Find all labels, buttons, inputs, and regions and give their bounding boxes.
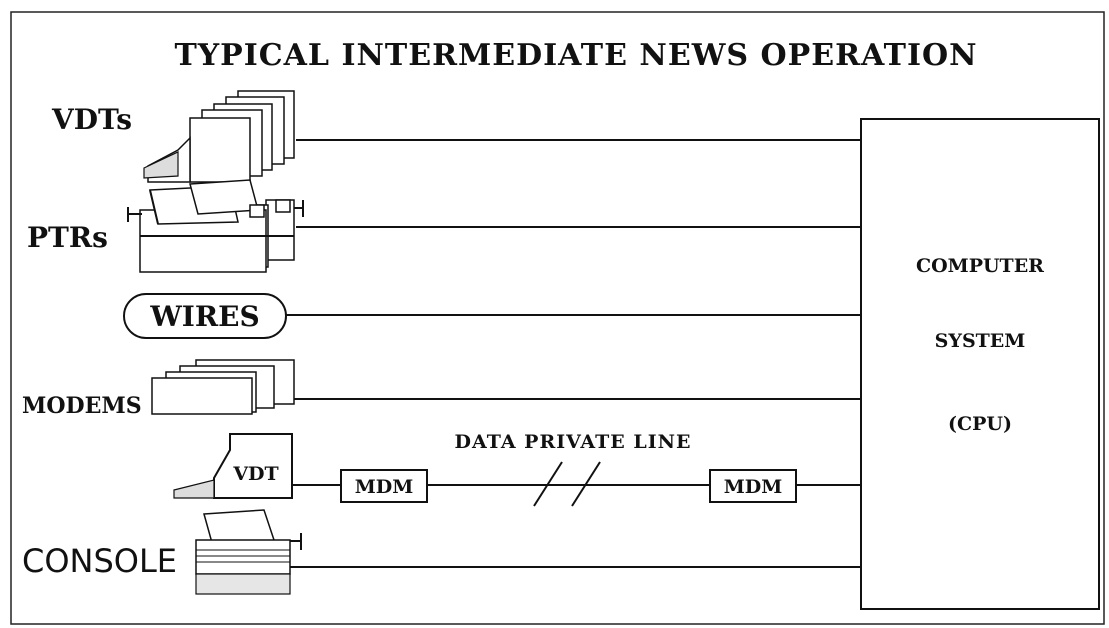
console-label: CONSOLE (22, 542, 177, 580)
computer-label-line2: SYSTEM (935, 330, 1026, 352)
modems-stack-icon (152, 360, 294, 414)
ptrs-printer-stack-icon (128, 180, 303, 272)
mdm-left-label: MDM (355, 476, 414, 498)
wires-label: WIRES (149, 300, 259, 333)
vdts-terminal-stack-icon (144, 91, 294, 182)
computer-system-box (861, 119, 1099, 609)
console-printer-icon (196, 510, 301, 594)
computer-label-line1: COMPUTER (916, 255, 1044, 277)
diagram-title: TYPICAL INTERMEDIATE NEWS OPERATION (174, 38, 977, 73)
ptrs-label: PTRs (27, 221, 108, 254)
mdm-right-label: MDM (724, 476, 783, 498)
vdts-label: VDTs (51, 103, 132, 136)
computer-label-line3: (CPU) (948, 413, 1012, 435)
vdt-label: VDT (232, 463, 278, 485)
modems-label: MODEMS (22, 393, 142, 419)
data-private-line-label: DATA PRIVATE LINE (455, 431, 692, 453)
